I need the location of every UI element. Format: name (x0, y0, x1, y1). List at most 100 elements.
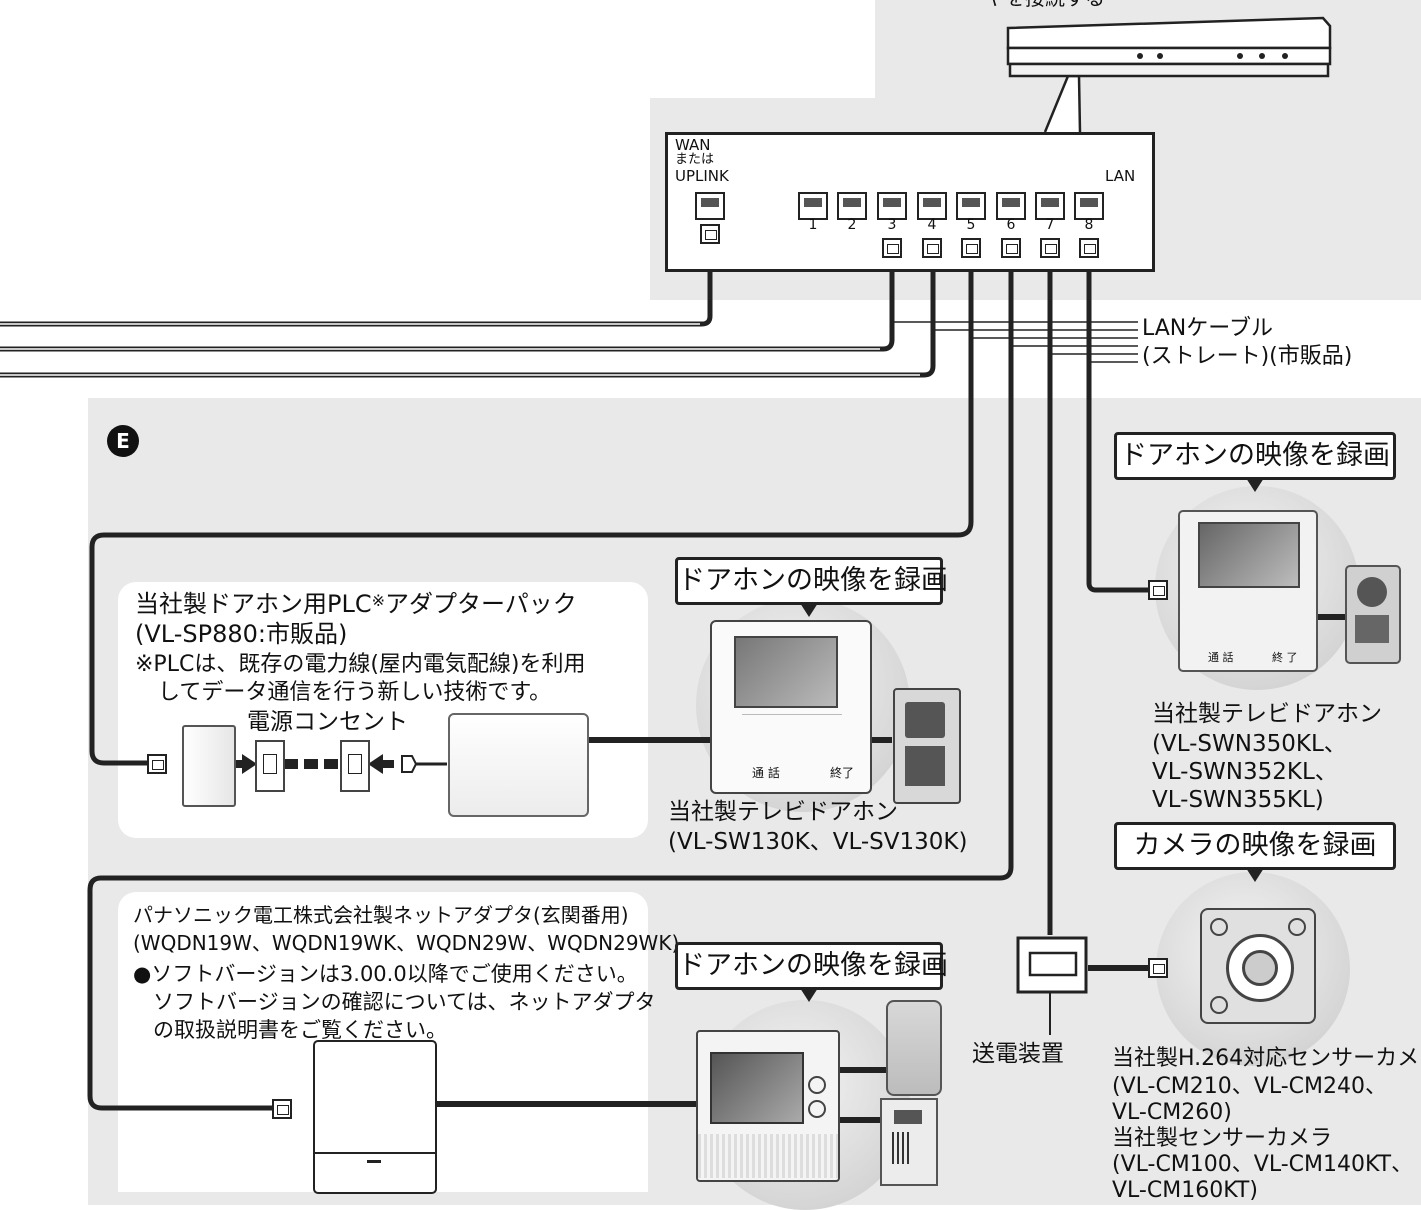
port-number: 2 (847, 217, 857, 233)
lan-plug-camera (1148, 958, 1168, 978)
lan-plug-8 (1079, 238, 1099, 258)
door-station (893, 688, 961, 804)
doorphone-monitor: 通 話 終了 (710, 620, 872, 794)
monitor-screen (710, 1052, 804, 1124)
power-unit-window (1028, 951, 1078, 977)
right-doorphone-name: 当社製テレビドアホン (1152, 701, 1382, 727)
top-caption-fragment: ヤを接続する (985, 0, 1105, 10)
lan-plug-4 (922, 238, 942, 258)
lan-plug-plc (147, 754, 167, 774)
lan-port-5 (956, 192, 986, 220)
plc-doorphone-models: (VL-SW130K、VL-SV130K) (668, 829, 968, 855)
right-recording-banner: ドアホンの映像を録画 (1114, 432, 1396, 492)
sensor-camera-models-line2: VL-CM160KT) (1112, 1178, 1258, 1203)
security-camera (886, 1000, 942, 1096)
plc-recording-banner: ドアホンの映像を録画 (675, 557, 948, 617)
lan-cable-port3 (0, 256, 895, 352)
lan-plug-right-doorphone (1148, 580, 1168, 600)
plc-title-suffix: アダプターパック (385, 590, 577, 618)
plc-adapter-large (448, 713, 589, 817)
adapter-recording-banner: ドアホンの映像を録画 (675, 942, 948, 1002)
outlet-label: 電源コンセント (247, 709, 408, 735)
port-number: 3 (887, 217, 897, 233)
net-adapter-note-line2: ソフトバージョンの確認については、ネットアダプタ (153, 990, 656, 1014)
wan-port (695, 192, 725, 220)
hub-device (1006, 16, 1332, 78)
plc-title-main: 当社製ドアホン用PLC (135, 590, 372, 618)
sensor-camera-name: 当社製センサーカメラ (1112, 1126, 1333, 1151)
power-unit-label: 送電装置 (972, 1041, 1064, 1067)
port-number: 1 (808, 217, 818, 233)
lan-cable-port8 (1086, 256, 1148, 593)
uplink-label: UPLINK (675, 167, 729, 185)
right-doorphone-models: (VL-SWN350KL、 (1152, 731, 1347, 757)
net-adapter-note: ●ソフトバージョンは3.00.0以降でご使用ください。 (133, 962, 638, 986)
lan-cable-wan (0, 240, 713, 327)
right-doorphone-models-line3: VL-SWN355KL) (1152, 787, 1324, 813)
cable-label-leaders (892, 321, 1138, 363)
monitor-screen (734, 636, 838, 708)
plc-note: ※PLCは、既存の電力線(屋内電気配線)を利用 (135, 652, 586, 677)
camera-recording-banner: カメラの映像を録画 (1114, 822, 1396, 882)
lan-port-4 (917, 192, 947, 220)
power-outlet (255, 740, 285, 792)
plc-title: 当社製ドアホン用PLC※アダプターパック (135, 590, 577, 619)
door-station (1345, 565, 1401, 664)
lan-cable-port5 (89, 256, 974, 766)
plc-model: (VL-SP880:市販品) (135, 620, 348, 648)
power-outlet (340, 740, 370, 792)
port-number: 8 (1084, 217, 1094, 233)
h264-camera-models-line2: VL-CM260) (1112, 1100, 1232, 1125)
lan-port-3 (877, 192, 907, 220)
plc-note-line2: してデータ通信を行う新しい技術です。 (158, 680, 552, 705)
section-e-marker: E (107, 425, 139, 457)
net-adapter-models: (WQDN19W、WQDN19WK、WQDN29W、WQDN29WK) (133, 931, 680, 955)
router-device (665, 132, 1155, 272)
lan-cable-type-label: (ストレート)(市販品) (1142, 344, 1353, 369)
lan-port-8 (1074, 192, 1104, 220)
door-station (880, 1098, 938, 1186)
right-doorphone-models-line2: VL-SWN352KL、 (1152, 759, 1338, 785)
plc-doorphone-name: 当社製テレビドアホン (668, 799, 898, 825)
monitor-talk-label: 通 話 (1208, 651, 1234, 664)
lan-cable-label: LANケーブル (1142, 316, 1273, 341)
cable-highlights (0, 323, 920, 376)
plc-title-mark: ※ (371, 591, 386, 610)
lan-label: LAN (1105, 167, 1136, 185)
wan-label: WAN (675, 136, 711, 154)
monitor-screen (1198, 522, 1300, 588)
h264-camera-models: (VL-CM210、VL-CM240、 (1112, 1074, 1387, 1099)
port-number: 7 (1045, 217, 1055, 233)
hub-connector (1043, 74, 1082, 133)
monitor-buttons (742, 714, 842, 741)
hub-leds (1137, 53, 1288, 59)
lan-cable-port4 (0, 256, 936, 378)
lan-plug-5 (961, 238, 981, 258)
sensor-camera (1200, 908, 1316, 1024)
lan-plug-wan (700, 224, 720, 244)
doorphone-monitor (696, 1030, 840, 1182)
device-cables (433, 614, 1345, 1123)
port-number: 4 (927, 217, 937, 233)
monitor-talk-label: 通 話 (752, 766, 780, 780)
monitor-end-label: 終 了 (1272, 651, 1298, 664)
lan-cable-port6 (87, 256, 1014, 1111)
port-number: 6 (1006, 217, 1016, 233)
plc-plug-arrows (234, 754, 447, 774)
net-adapter-note-line3: の取扱説明書をご覧ください。 (153, 1018, 447, 1042)
plc-adapter-small (182, 725, 236, 807)
lan-port-2 (837, 192, 867, 220)
net-adapter-title: パナソニック電工株式会社製ネットアダプタ(玄関番用) (133, 903, 629, 927)
lan-plug-3 (882, 238, 902, 258)
lan-port-6 (996, 192, 1026, 220)
doorphone-monitor: 通 話 終 了 (1178, 510, 1318, 672)
sensor-camera-models: (VL-CM100、VL-CM140KT、 (1112, 1152, 1414, 1177)
port-number: 5 (966, 217, 976, 233)
h264-camera-name: 当社製H.264対応センサーカメラ (1112, 1046, 1421, 1071)
lan-port-1 (798, 192, 828, 220)
lan-plug-net-adapter (272, 1099, 292, 1119)
or-label: または (675, 152, 715, 167)
lan-cables (0, 240, 1148, 1111)
lan-plug-7 (1040, 238, 1060, 258)
